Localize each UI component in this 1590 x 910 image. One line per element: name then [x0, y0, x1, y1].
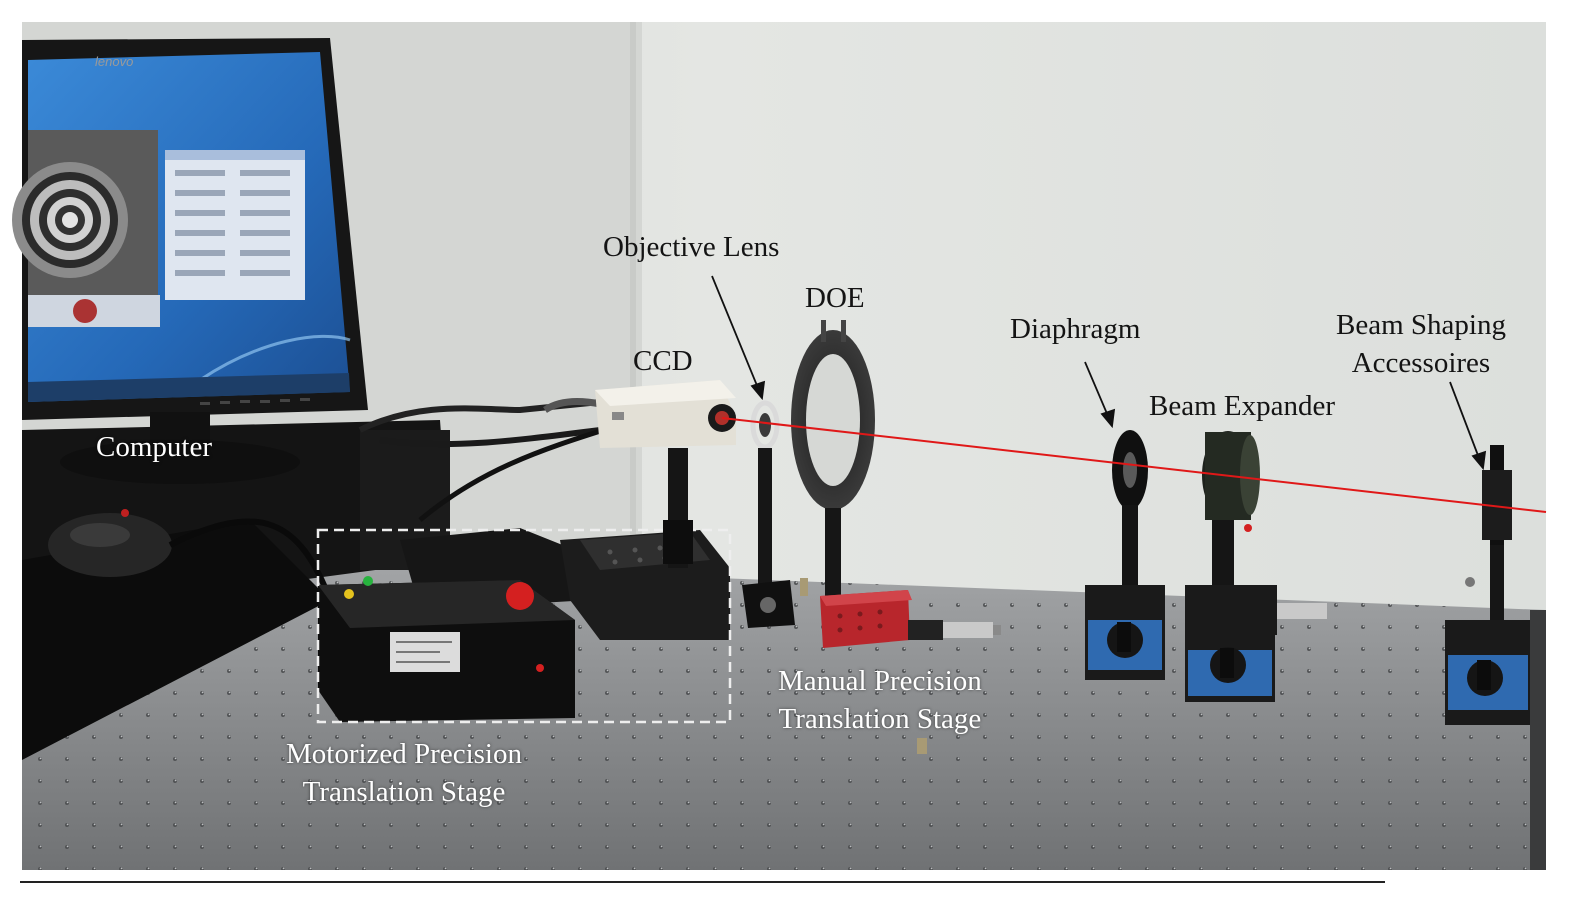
monitor-brand: lenovo	[95, 54, 133, 69]
label-beam-shaping: Beam Shaping Accessoires	[1336, 306, 1506, 382]
beam-shaping-accessory	[1445, 445, 1530, 725]
label-manual-stage-line2: Translation Stage	[778, 703, 982, 735]
label-doe: DOE	[805, 282, 865, 314]
diaphragm-arrow	[1084, 361, 1109, 417]
objective-lens-arrow	[711, 275, 759, 389]
label-manual-stage: Manual Precision Translation Stage	[778, 662, 982, 738]
label-motorized-stage-line2: Translation Stage	[302, 776, 506, 808]
beam-expander	[1185, 431, 1327, 702]
laser-beam	[721, 417, 1547, 513]
label-computer: Computer	[96, 431, 212, 463]
diaphragm	[1085, 430, 1165, 680]
objective-lens	[742, 400, 808, 628]
computer-monitor: lenovo	[12, 38, 368, 484]
annotation-arrows	[711, 275, 1487, 471]
motorized-stage-highlight-box	[316, 528, 732, 724]
label-objective-lens: Objective Lens	[603, 231, 780, 263]
label-beam-expander: Beam Expander	[1149, 390, 1336, 422]
doe-mount	[791, 320, 1001, 648]
label-motorized-stage: Motorized Precision Translation Stage	[286, 735, 522, 811]
label-beam-shaping-line1: Beam Shaping	[1336, 309, 1506, 341]
label-manual-stage-line1: Manual Precision	[778, 665, 982, 697]
label-motorized-stage-line1: Motorized Precision	[286, 738, 522, 770]
label-diaphragm: Diaphragm	[1010, 313, 1141, 345]
computer-desk	[22, 399, 611, 760]
motorized-translation-stage	[316, 528, 732, 724]
label-ccd: CCD	[633, 345, 693, 377]
emergency-stop-button	[506, 582, 534, 610]
label-beam-shaping-line2: Accessoires	[1351, 347, 1491, 379]
beam-shaping-arrow	[1449, 381, 1480, 459]
ccd-camera	[543, 380, 736, 568]
